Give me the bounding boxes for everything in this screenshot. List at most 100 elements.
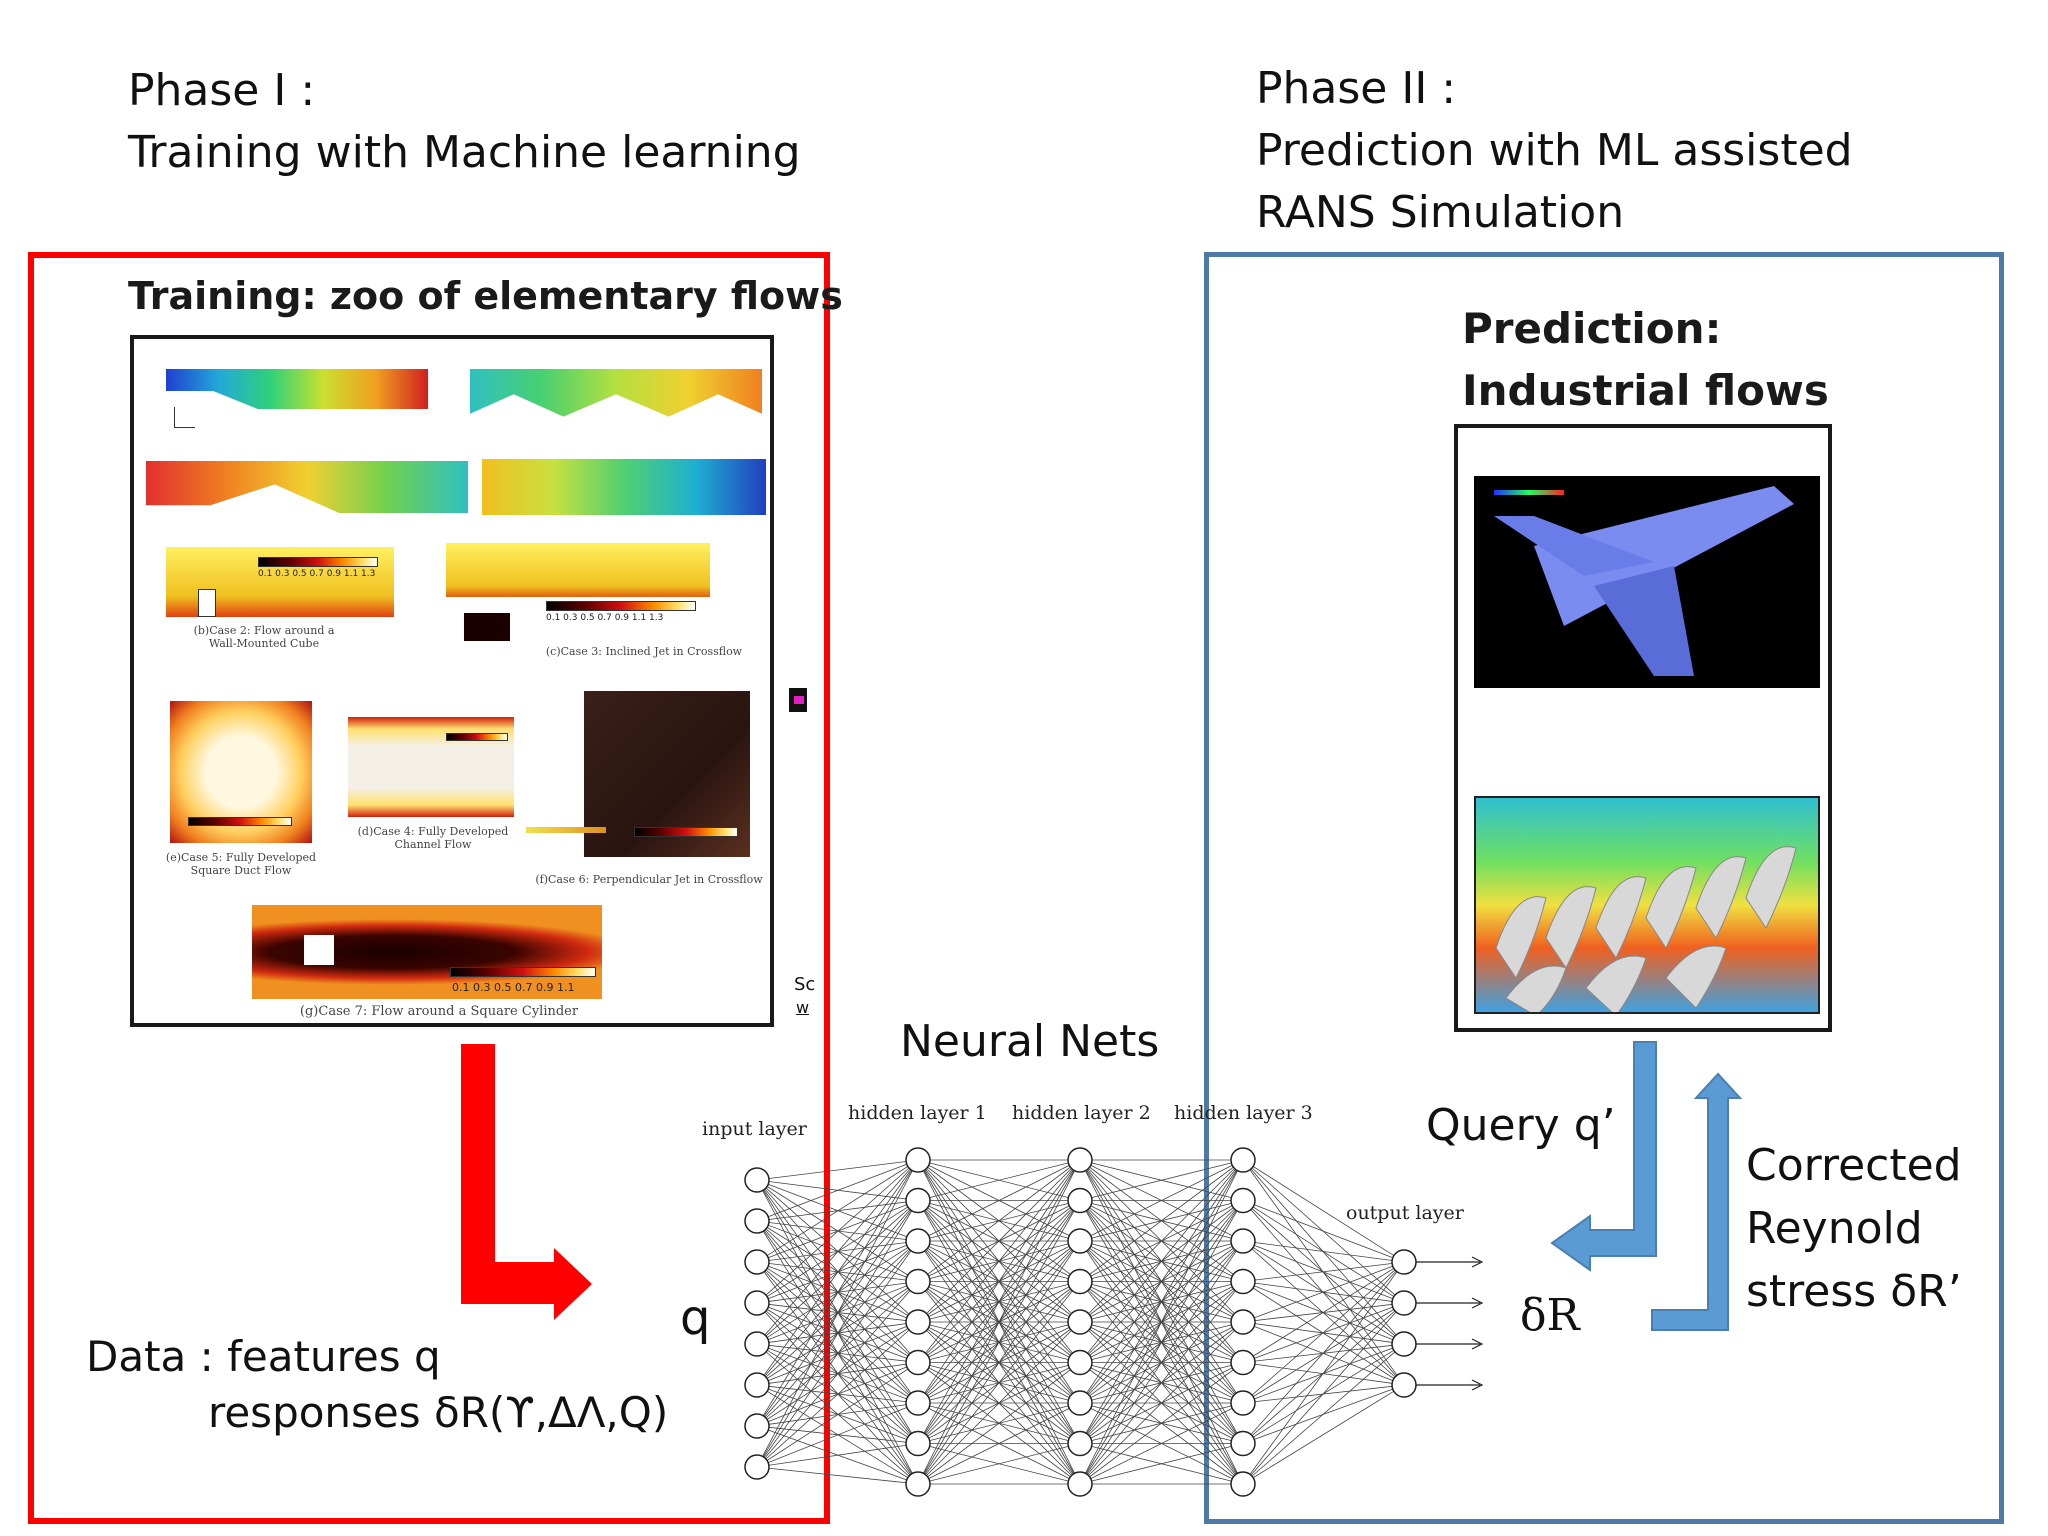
caption-case5: (e)Case 5: Fully Developed Square Duct F… [165, 851, 317, 877]
nn-edge [756, 1159, 919, 1427]
nn-edge [1242, 1261, 1405, 1282]
flow-inclined-jet [446, 543, 710, 597]
nn-edge [1079, 1159, 1244, 1242]
nn-edge [1079, 1159, 1244, 1404]
nn-edge [1079, 1281, 1244, 1485]
nn-node [744, 1372, 770, 1398]
corrected-label: Corrected Reynold stress δR’ [1746, 1134, 1962, 1323]
nn-edge [917, 1159, 1081, 1485]
nn-output-arrows [1416, 1256, 1484, 1391]
nn-edge [917, 1443, 1081, 1485]
nn-edge [917, 1159, 1081, 1444]
colorbar-case2 [258, 557, 378, 567]
nn-node [1230, 1147, 1256, 1173]
nn-node [1391, 1331, 1417, 1357]
cylinder-shape [304, 935, 334, 965]
nn-edge [917, 1281, 1081, 1485]
nn-edge [1079, 1159, 1244, 1444]
nn-edge [1242, 1261, 1405, 1485]
nn-edge [917, 1240, 1081, 1485]
nn-node [905, 1471, 931, 1497]
nn-node [1067, 1430, 1093, 1457]
colorbar-case2-ticks: 0.1 0.3 0.5 0.7 0.9 1.1 1.3 [258, 569, 376, 579]
nn-edge [917, 1159, 1081, 1282]
nn-edge [1079, 1159, 1244, 1363]
colorbar-case3 [546, 601, 696, 611]
nn-node [744, 1167, 770, 1193]
side-marker-inner [794, 696, 804, 704]
nn-node [1230, 1309, 1256, 1335]
blade-5 [1695, 856, 1747, 939]
blade-2 [1545, 886, 1597, 969]
jet-stream [526, 827, 606, 833]
nn-edge [1242, 1302, 1405, 1485]
phase2-line3: RANS Simulation [1256, 187, 1625, 238]
nn-nodes [744, 1147, 1417, 1497]
blade-4 [1645, 866, 1697, 949]
colorbar-case7 [450, 967, 596, 977]
blade-1 [1495, 896, 1547, 979]
nn-edge [917, 1402, 1081, 1485]
nn-edge [1079, 1362, 1244, 1485]
nn-edge [1242, 1261, 1405, 1444]
nn-node [1067, 1390, 1093, 1416]
prediction-frame [1204, 252, 2004, 1524]
colorbar-case5 [188, 817, 292, 826]
caption-case6: (f)Case 6: Perpendicular Jet in Crossflo… [535, 873, 763, 886]
aircraft-image [1474, 476, 1820, 688]
caption-case2: (b)Case 2: Flow around a Wall-Mounted Cu… [193, 624, 335, 650]
hidden-layer-2-label: hidden layer 2 [1012, 1102, 1151, 1124]
phase2-line2: Prediction with ML assisted [1256, 125, 1853, 176]
axes-icon [174, 407, 195, 428]
nn-node [1230, 1471, 1256, 1497]
nn-edge [756, 1159, 919, 1181]
nn-edge [1242, 1159, 1405, 1263]
nn-edge [917, 1159, 1081, 1363]
nn-node [905, 1349, 931, 1376]
hidden-layer-3-label: hidden layer 3 [1174, 1102, 1313, 1124]
nn-edge [917, 1362, 1081, 1485]
wing-right [1594, 566, 1694, 676]
nn-edge [756, 1159, 919, 1386]
industrial-flows-figure [1454, 424, 1832, 1032]
flow-backward-step [482, 459, 766, 515]
turbine-blades-image [1474, 796, 1820, 1014]
phase2-line1: Phase II : [1256, 63, 1457, 114]
colorbar-case4 [446, 733, 508, 741]
nn-node [905, 1187, 931, 1214]
blade-3 [1595, 876, 1647, 959]
nn-output-arrowhead [1471, 1379, 1484, 1391]
jet-inlet [464, 613, 510, 641]
nn-node [1230, 1430, 1256, 1457]
colorbar-case6 [634, 827, 738, 837]
nn-edges [756, 1159, 1405, 1485]
nn-edge [1079, 1402, 1244, 1485]
nn-node [744, 1249, 770, 1275]
nn-node [1230, 1268, 1256, 1295]
nn-edge [1242, 1343, 1405, 1485]
nn-edge [1079, 1159, 1244, 1485]
corrected-line-1: Corrected [1746, 1140, 1962, 1191]
data-line-2: responses δR(ϒ,ΔΛ,Q) [208, 1388, 669, 1437]
nn-node [1230, 1187, 1256, 1214]
nn-edge [917, 1321, 1081, 1485]
nn-edge [756, 1466, 919, 1485]
nn-node [1067, 1268, 1093, 1295]
nn-node [905, 1268, 931, 1295]
nn-edge [1079, 1200, 1244, 1485]
nn-node [1067, 1228, 1093, 1254]
phase2-heading: Phase II : Prediction with ML assisted R… [1256, 58, 1853, 244]
hidden-layer-1-label: hidden layer 1 [848, 1102, 987, 1124]
side-text-2: w [796, 998, 810, 1017]
corrected-line-2: Reynold [1746, 1203, 1923, 1254]
data-line-1: Data : features q [86, 1332, 441, 1381]
nn-edge [756, 1281, 919, 1468]
nn-node [744, 1331, 770, 1357]
nn-edge [1242, 1261, 1405, 1323]
nn-edge [917, 1200, 1081, 1485]
nn-node [744, 1454, 770, 1480]
blade-9 [1665, 945, 1727, 1009]
nn-node [1067, 1309, 1093, 1335]
corrected-line-3: stress δR’ [1746, 1266, 1962, 1317]
